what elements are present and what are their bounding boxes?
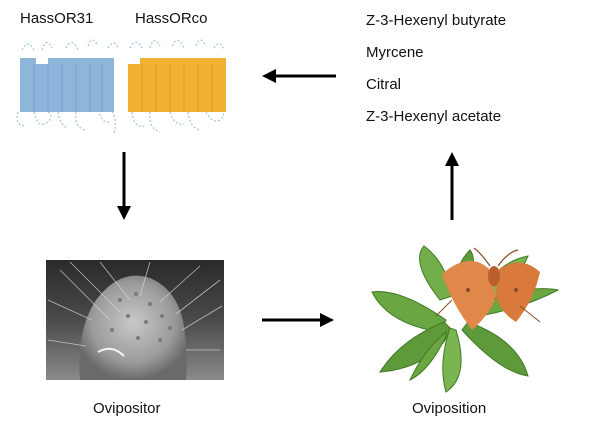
arrow-receptors-to-ovipositor: [117, 152, 131, 220]
arrow-ovipositor-to-oviposition: [262, 313, 334, 327]
oviposition-image: [371, 245, 560, 393]
compound-4: Z-3-Hexenyl acetate: [366, 108, 502, 125]
receptor-notch: [36, 58, 48, 64]
arrow-compounds-to-receptors: [262, 69, 336, 83]
receptor-body: [128, 58, 226, 112]
receptor-body: [20, 58, 114, 112]
compound-3: Citral: [366, 76, 402, 93]
ovipositor-image: [46, 260, 224, 380]
oviposition-caption: Oviposition: [412, 400, 487, 417]
receptor-hassorco: [128, 39, 226, 133]
receptor-label-hassor31: HassOR31: [20, 10, 94, 27]
receptor-label-hassorco: HassORco: [135, 10, 208, 27]
receptor-loops-bottom: [131, 111, 225, 133]
compound-1: Z-3-Hexenyl butyrate: [366, 12, 507, 29]
ovipositor-caption: Ovipositor: [93, 400, 161, 417]
arrow-oviposition-to-compounds: [445, 152, 459, 220]
receptor-notch: [128, 58, 140, 64]
receptor-loops-top: [21, 39, 119, 51]
compound-2: Myrcene: [366, 44, 424, 61]
receptor-hassor31: [16, 39, 119, 135]
moth: [435, 247, 541, 330]
receptor-loops-top: [129, 39, 225, 51]
receptor-loops-bottom: [16, 107, 116, 135]
